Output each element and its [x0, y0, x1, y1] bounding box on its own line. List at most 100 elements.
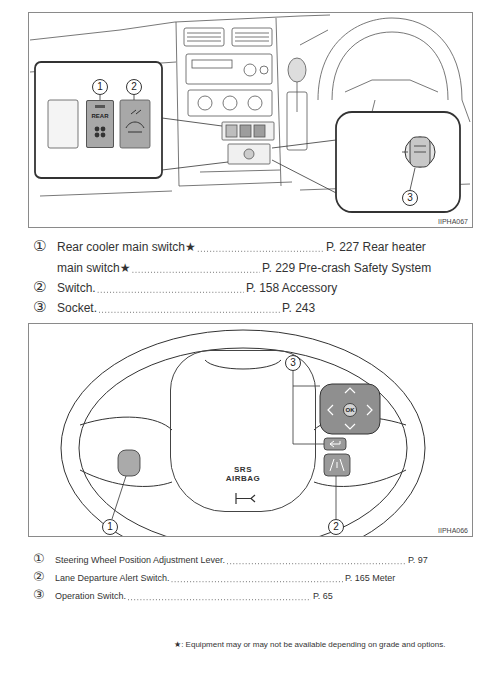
- callout-number: 2: [126, 79, 142, 95]
- dot-leader: [198, 251, 324, 252]
- dashboard-sketch: [248, 96, 262, 110]
- dashboard-sketch: [318, 18, 462, 100]
- dashboard-sketch: [332, 32, 448, 100]
- dot-leader: [227, 563, 406, 564]
- callout-number: 2: [328, 519, 344, 535]
- list-text: Socket.: [57, 302, 97, 315]
- list-text: P. 65: [313, 592, 333, 602]
- dashboard-sketch: [222, 122, 274, 140]
- steering-switches: [324, 438, 346, 450]
- dashboard-sketch: [192, 60, 232, 68]
- list-text: main switch★: [57, 262, 130, 275]
- dot-leader: [128, 599, 311, 600]
- steering-switches: [112, 371, 336, 519]
- steering-switches: [320, 384, 380, 434]
- dot-leader: [132, 272, 260, 273]
- dashboard-sketch: [260, 66, 268, 74]
- switch-inset: [95, 133, 100, 138]
- dashboard-sketch: [187, 33, 269, 41]
- dashboard-sketch: [288, 58, 306, 82]
- steering-wheel: [61, 330, 425, 536]
- list-text: P. 165 Meter: [345, 574, 395, 584]
- node-text: SRS AIRBAG: [221, 465, 265, 483]
- dot-leader: [98, 292, 244, 293]
- switch-inset: [162, 118, 342, 196]
- dashboard-sketch: [226, 125, 237, 137]
- node-text: 2: [329, 520, 343, 534]
- switch-inset: [101, 133, 106, 138]
- steering-wheel: [79, 348, 407, 536]
- list-text: ★: Equipment may or may not be available…: [174, 641, 445, 650]
- steering-switches: [324, 454, 350, 476]
- node-text: 1: [103, 520, 117, 534]
- ok-button: OK: [343, 403, 357, 417]
- list-text: Rear cooler main switch★: [57, 241, 196, 254]
- node-text: OK: [344, 404, 356, 416]
- list-text: P. 158 Accessory: [246, 282, 337, 295]
- steering-wheel: [61, 330, 425, 536]
- socket-inset: [336, 112, 460, 212]
- switch-inset: [95, 127, 100, 132]
- callout-number: 1: [102, 519, 118, 535]
- steering-switches: [330, 459, 344, 471]
- list-text: Lane Departure Alert Switch.: [55, 574, 170, 584]
- switch-button: REAR: [86, 100, 114, 148]
- switch-inset: [126, 110, 144, 132]
- dashboard-sketch: [228, 144, 270, 164]
- callout-number: 3: [285, 355, 301, 371]
- socket-inset: [402, 146, 426, 152]
- steering-switches: [328, 388, 372, 429]
- callout-number: 3: [402, 190, 418, 206]
- list-text: Steering Wheel Position Adjustment Lever…: [55, 556, 225, 566]
- switch-inset: [48, 100, 78, 148]
- node-text: 3: [286, 356, 300, 370]
- dashboard-sketch: [297, 82, 298, 112]
- switch-inset: [120, 100, 150, 148]
- dashboard-sketch: [244, 64, 256, 76]
- list-text: P. 97: [408, 556, 428, 566]
- switch-inset: [101, 127, 106, 132]
- steering-switches: [118, 450, 140, 476]
- node-text: 1: [93, 80, 107, 94]
- list-number: ②: [33, 279, 46, 296]
- dashboard-sketch: [186, 54, 272, 84]
- steering-wheel: [205, 360, 281, 369]
- dashboard-sketch: [179, 170, 292, 186]
- list-text: P. 243: [282, 302, 315, 315]
- list-text: Operation Switch.: [55, 592, 126, 602]
- dashboard-sketch: [276, 18, 281, 186]
- figure-frame: IIPHA067 1 2REAR 3: [28, 12, 473, 228]
- figure-frame: IIPHA066 3SRS AIRBAG OK 1 2: [28, 323, 473, 537]
- list-text: P. 229 Pre-crash Safety System: [262, 262, 431, 275]
- steering-switches: [112, 371, 380, 519]
- dashboard-sketch: [176, 22, 179, 186]
- dashboard-sketch: [30, 15, 330, 40]
- switch-inset: [95, 105, 105, 108]
- socket-inset: [410, 168, 415, 190]
- steering-switches: [330, 441, 340, 447]
- list-number: ②: [33, 570, 45, 584]
- list-number: ③: [33, 299, 46, 316]
- figure-code: IIPHA066: [438, 527, 468, 534]
- list-text: Switch.: [57, 282, 96, 295]
- list-number: ③: [33, 588, 45, 602]
- switch-inset: [35, 62, 342, 196]
- dashboard-sketch: [345, 80, 438, 92]
- switch-inset: [35, 62, 162, 178]
- dashboard-sketch: [198, 96, 212, 110]
- node-text: 3: [403, 191, 417, 205]
- dashboard-sketch: [188, 90, 272, 116]
- list-number: ①: [33, 552, 45, 566]
- dot-leader: [99, 312, 280, 313]
- dashboard-sketch: [244, 149, 254, 159]
- node-text: 2: [127, 80, 141, 94]
- node-text: REAR: [87, 113, 113, 119]
- socket-inset: [336, 112, 460, 212]
- switch-inset: [86, 100, 114, 148]
- airbag-pad: SRS AIRBAG: [170, 350, 316, 512]
- figure-code: IIPHA067: [438, 218, 468, 225]
- list-number: ①: [33, 238, 46, 255]
- dashboard-sketch: [240, 125, 251, 137]
- list-text: P. 227 Rear heater: [326, 241, 426, 254]
